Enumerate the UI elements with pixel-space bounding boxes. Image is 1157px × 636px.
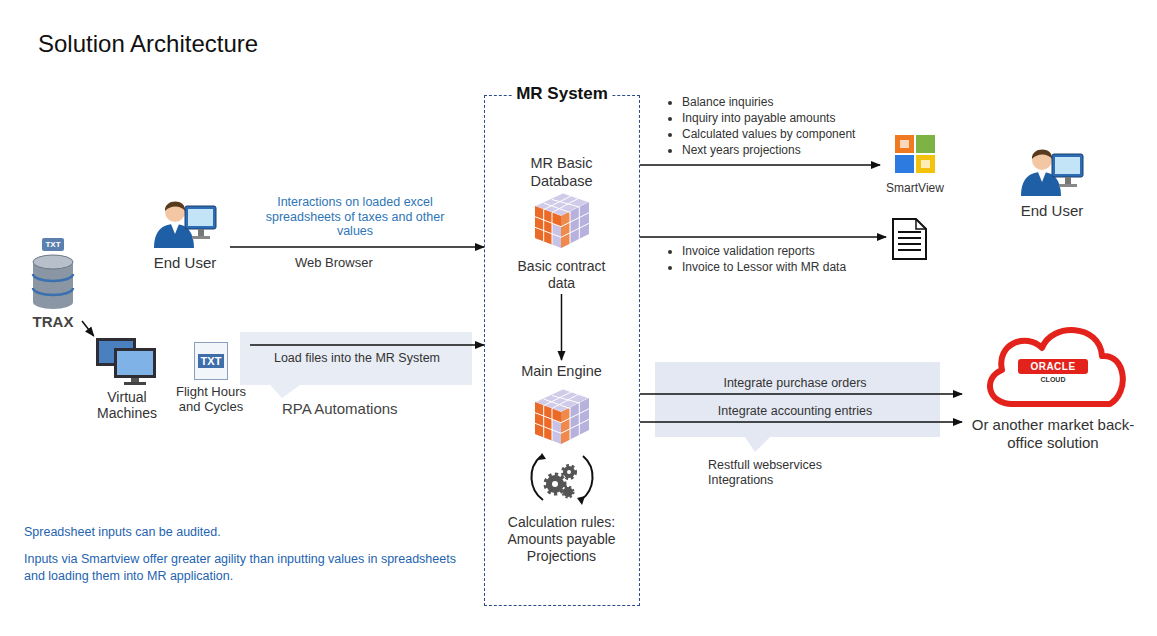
page-title: Solution Architecture — [38, 30, 258, 58]
flow-arrow — [640, 164, 880, 166]
cloud-node: ORACLE CLOUD Or another market back-office… — [962, 320, 1144, 452]
monitor-icon — [94, 336, 160, 386]
person-icon — [152, 192, 218, 248]
edge-label: Integrate purchase orders — [690, 376, 900, 390]
note-text: RPA Automations — [282, 400, 398, 417]
gears-icon-svg — [527, 448, 597, 510]
office-icon-svg — [893, 133, 937, 175]
actor: End User — [140, 192, 230, 271]
rpa-band — [240, 332, 472, 398]
note-text: Invoice validation reports — [682, 244, 815, 258]
flow-arrow — [230, 246, 484, 248]
document-arrow — [640, 236, 886, 238]
file-node: TXT Flight Hours and Cycles — [172, 342, 250, 414]
flow-arrow — [82, 321, 94, 336]
actor-name: End User — [1021, 202, 1084, 219]
note-text: Inquiry into payable amounts — [682, 111, 835, 125]
engine-block: Main EngineCalculation rules: Amounts pa… — [485, 362, 638, 565]
flow-arrow — [561, 294, 563, 360]
system-boundary: MR SystemMR Basic DatabaseBasic contract… — [484, 95, 640, 606]
file-badge: TXT — [42, 238, 63, 251]
block-heading: MR Basic Database — [512, 154, 612, 190]
block-caption: Basic contract data — [512, 258, 612, 292]
file-badge: TXT — [198, 354, 225, 368]
cloud-caption: Or another market back-office solution — [962, 416, 1144, 452]
person-icon-svg — [1019, 140, 1085, 196]
database-node: TXT TRAX — [24, 238, 82, 330]
note-text: Inputs via Smartview offer greater agili… — [24, 551, 474, 585]
monitor-icon-svg — [94, 336, 160, 386]
integration-band — [655, 362, 940, 452]
database-icon-svg — [30, 254, 76, 310]
actor: End User — [1004, 140, 1100, 219]
flow-arrow — [640, 393, 962, 395]
cube-icon — [531, 190, 593, 252]
cloud-shape: ORACLE CLOUD — [978, 320, 1128, 412]
cube-icon-svg — [531, 386, 593, 448]
tool-name: SmartView — [886, 181, 944, 195]
cube-icon-svg — [531, 190, 593, 252]
person-icon-svg — [152, 192, 218, 248]
vm-node: Virtual Machines — [90, 336, 164, 421]
tool-node: SmartView — [880, 133, 950, 195]
database-block: MR Basic DatabaseBasic contract data — [485, 154, 638, 292]
block-heading: Main Engine — [521, 362, 602, 380]
database-icon — [30, 254, 76, 310]
flow-arrow — [640, 421, 962, 423]
person-icon — [1019, 140, 1085, 196]
cube-icon — [531, 386, 593, 448]
note-text: Calculated values by component — [682, 127, 855, 141]
edge-label: Interactions on loaded excel spreadsheet… — [255, 195, 455, 239]
vm-name: Virtual Machines — [90, 389, 164, 421]
edge-label: Integrate accounting entries — [690, 404, 900, 418]
system-name: TRAX — [33, 313, 74, 330]
note-text: Invoice to Lessor with MR data — [682, 260, 846, 274]
note-text: Balance inquiries — [682, 95, 773, 109]
note-text: Next years projections — [682, 143, 801, 157]
file-caption: Flight Hours and Cycles — [172, 384, 250, 414]
note-text: Restfull webservices Integrations — [708, 458, 878, 488]
office-icon — [893, 133, 937, 175]
flow-arrow — [250, 344, 484, 346]
note-text: Web Browser — [295, 255, 415, 270]
file-icon: TXT — [194, 342, 228, 380]
note-text: Spreadsheet inputs can be audited. — [24, 525, 221, 539]
block-caption: Calculation rules: Amounts payable Proje… — [502, 514, 622, 565]
gears-icon — [527, 448, 597, 510]
edge-label: Load files into the MR System — [252, 351, 462, 365]
boundary-title: MR System — [512, 84, 612, 104]
actor-name: End User — [154, 254, 217, 271]
brand-sub: CLOUD — [1041, 376, 1066, 383]
brand-pill: ORACLE — [1018, 359, 1087, 374]
document-icon — [893, 219, 926, 259]
